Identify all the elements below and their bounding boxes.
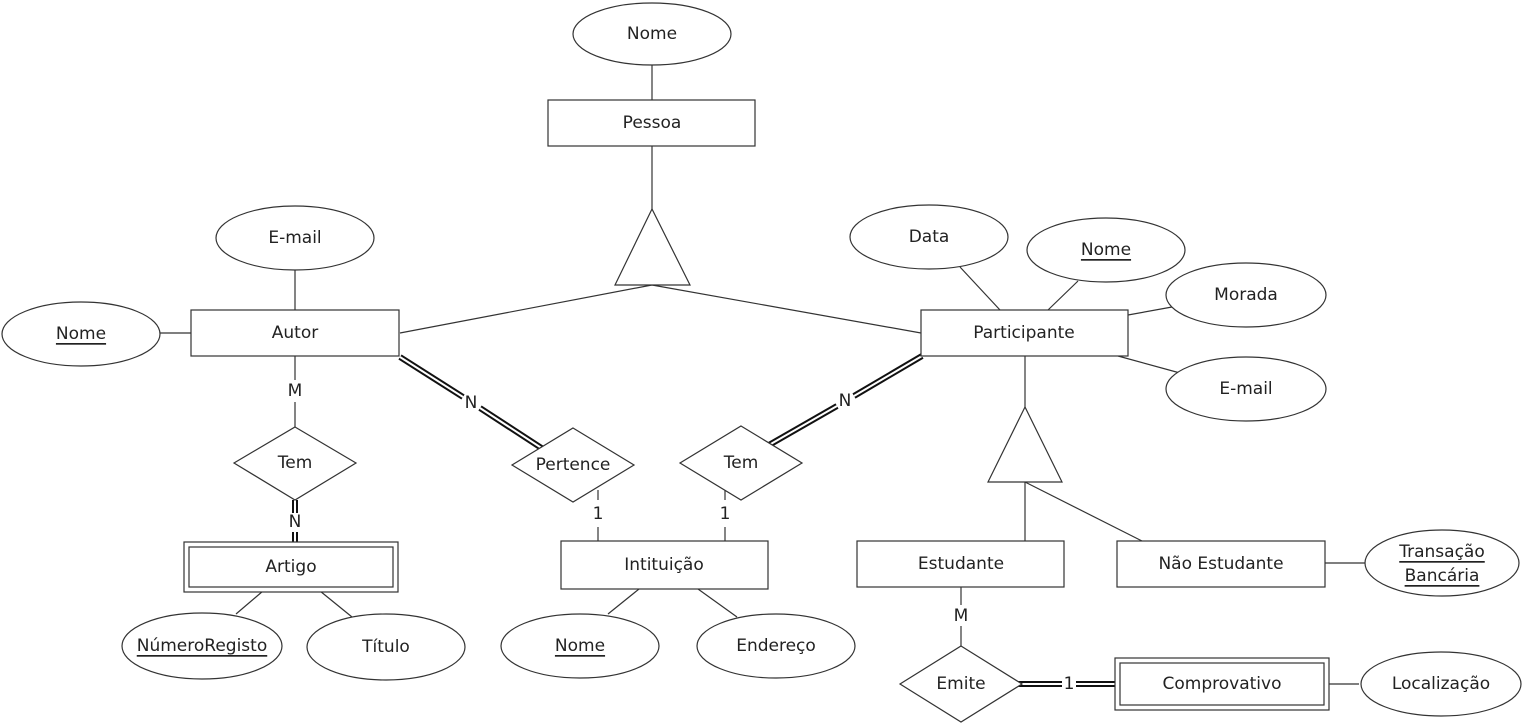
cardinalities: M N N 1 N 1 M 1 [288,381,1075,694]
isa-nao-estudante-connector [1024,481,1143,542]
artigo-numero-connector [235,590,264,615]
attribute-transacao-bancaria-key[interactable]: Transação Bancária [1364,529,1520,597]
cardinality-tem-intituicao: 1 [720,504,731,524]
attribute-participante-email[interactable]: E-mail [1165,356,1327,422]
relationship-emite-label: Emite [936,674,985,694]
isa-participante-connector [651,284,922,334]
autor-pertence-double-line [398,354,545,452]
attribute-participante-data-label: Data [909,227,950,247]
attribute-autor-email-label: E-mail [268,228,321,248]
entity-nao-estudante-label: Não Estudante [1158,554,1283,574]
cardinality-pertence-intituicao: 1 [593,504,604,524]
cardinality-tem-artigo: N [289,512,302,532]
relationship-tem-participante-intituicao[interactable]: Tem [678,425,804,501]
participante-data-connector [959,266,1001,311]
intituicao-endereco-connector [697,588,738,618]
attribute-participante-morada[interactable]: Morada [1165,262,1327,328]
entity-comprovativo-label: Comprovativo [1163,674,1282,694]
artigo-titulo-connector [319,590,353,618]
cardinality-emite-comprovativo: 1 [1064,674,1075,694]
attribute-transacao-bancaria-line1: Transação [1398,542,1485,562]
attribute-artigo-numero-registo-label: NúmeroRegisto [137,636,267,656]
pessoa-specialization-triangle [614,207,691,286]
intituicao-nome-connector [607,588,640,615]
attribute-autor-nome-key[interactable]: Nome [1,301,161,367]
entity-estudante[interactable]: Estudante [856,540,1065,588]
isa-autor-connector [399,284,653,334]
attribute-intituicao-nome-key[interactable]: Nome [500,613,660,679]
entity-pessoa[interactable]: Pessoa [547,99,756,147]
participante-specialization-triangle [987,405,1063,483]
cardinality-autor-tem: M [288,381,303,401]
entity-autor-label: Autor [272,323,318,343]
attribute-autor-nome-label: Nome [56,324,106,344]
relationship-pertence-label: Pertence [536,455,611,475]
relationship-tem-autor-artigo-label: Tem [277,453,313,473]
attribute-participante-nome-label: Nome [1081,240,1131,260]
attribute-participante-data[interactable]: Data [849,204,1009,270]
cardinality-participante-tem: N [839,391,852,411]
weak-entity-artigo[interactable]: Artigo [183,541,399,593]
attribute-comprovativo-localizacao-label: Localização [1392,674,1490,694]
attribute-intituicao-endereco-label: Endereço [736,636,816,656]
attribute-pessoa-nome-label: Nome [627,24,677,44]
total-participation-lines [292,353,1120,687]
connectors [160,65,1365,685]
entity-pessoa-label: Pessoa [623,113,682,133]
attribute-comprovativo-localizacao[interactable]: Localização [1360,651,1522,717]
attribute-artigo-numero-registo-key[interactable]: NúmeroRegisto [121,612,283,680]
attribute-intituicao-nome-label: Nome [555,636,605,656]
entity-artigo-label: Artigo [265,557,316,577]
weak-entity-comprovativo[interactable]: Comprovativo [1114,657,1330,711]
attribute-autor-email[interactable]: E-mail [215,205,375,271]
relationship-tem-participante-intituicao-label: Tem [723,453,759,473]
participante-morada-connector [1127,306,1173,316]
participante-email-connector [1117,355,1181,374]
relationship-pertence[interactable]: Pertence [510,427,636,503]
cardinality-estudante-emite: M [954,606,969,626]
entity-participante-label: Participante [973,323,1074,343]
entity-estudante-label: Estudante [918,554,1004,574]
attribute-artigo-titulo-label: Título [361,637,410,657]
entity-nao-estudante[interactable]: Não Estudante [1116,540,1326,588]
attribute-transacao-bancaria-line2: Bancária [1405,566,1480,586]
participante-tem-double-line [767,353,924,448]
entity-autor[interactable]: Autor [190,309,400,357]
attribute-intituicao-endereco[interactable]: Endereço [696,613,856,679]
attribute-participante-email-label: E-mail [1219,379,1272,399]
attribute-participante-morada-label: Morada [1214,285,1278,305]
attribute-artigo-titulo[interactable]: Título [306,613,466,681]
relationship-tem-autor-artigo[interactable]: Tem [232,426,358,501]
participante-nome-connector [1047,280,1079,311]
entity-intituicao[interactable]: Intituição [560,540,769,590]
entity-participante[interactable]: Participante [920,309,1129,357]
entity-intituicao-label: Intituição [624,555,704,575]
relationship-emite[interactable]: Emite [898,645,1024,723]
attribute-pessoa-nome[interactable]: Nome [572,2,732,66]
attribute-participante-nome-key[interactable]: Nome [1026,217,1186,283]
cardinality-autor-pertence: N [465,393,478,413]
